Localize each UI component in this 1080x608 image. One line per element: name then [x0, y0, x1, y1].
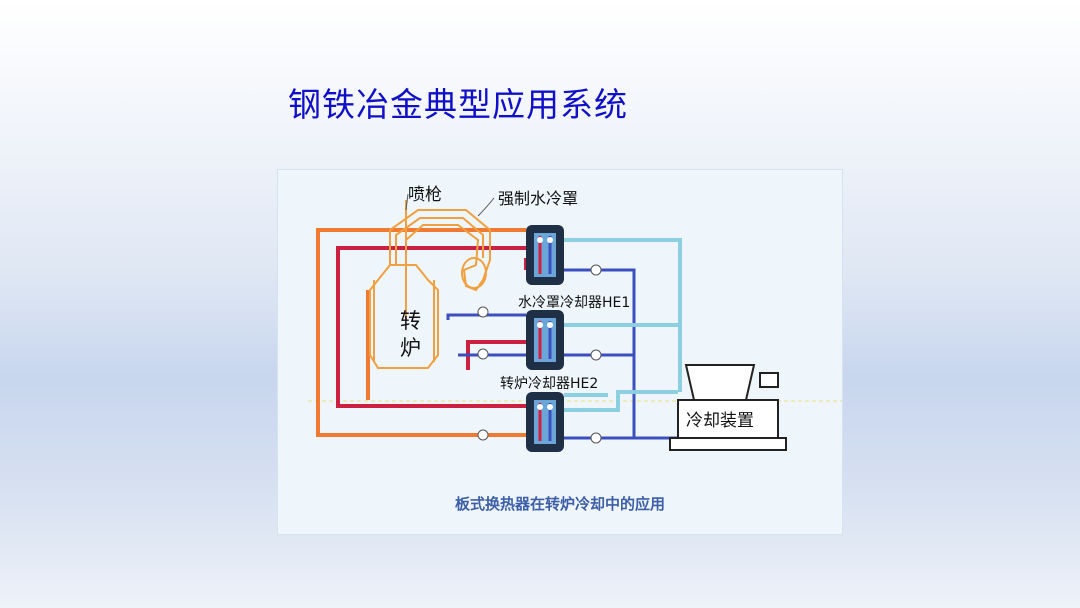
label-water-hood: 强制水冷罩	[498, 189, 578, 208]
label-he2: 转炉冷却器HE2	[500, 376, 598, 392]
orange-pipe-loop	[316, 228, 526, 437]
pump-icons	[477, 264, 602, 444]
label-cooling-device: 冷却装置	[686, 411, 754, 431]
heat-exchanger-he1	[526, 225, 564, 285]
hood-leader	[477, 197, 495, 217]
diagram-canvas: 喷枪 强制水冷罩 转 炉 水冷罩冷却器HE1 转炉冷却器HE2 冷却装置	[308, 185, 842, 452]
cooling-tower	[669, 364, 787, 451]
label-converter-1: 转	[400, 309, 421, 333]
label-spray-gun: 喷枪	[408, 185, 442, 205]
converter-cooling-diagram: 喷枪 强制水冷罩 转 炉 水冷罩冷却器HE1 转炉冷却器HE2 冷却装置 板式换…	[278, 170, 842, 534]
label-he1: 水冷罩冷却器HE1	[518, 295, 630, 311]
figure-caption: 板式换热器在转炉冷却中的应用	[454, 495, 665, 513]
converter-furnace	[369, 200, 491, 369]
cyan-cold-lines	[564, 238, 682, 412]
slide-title: 钢铁冶金典型应用系统	[288, 85, 628, 124]
heat-exchanger-he2	[526, 310, 564, 370]
label-converter-2: 炉	[400, 336, 421, 360]
heat-exchanger-he3	[526, 392, 564, 452]
spray-gun-leader	[405, 193, 409, 211]
